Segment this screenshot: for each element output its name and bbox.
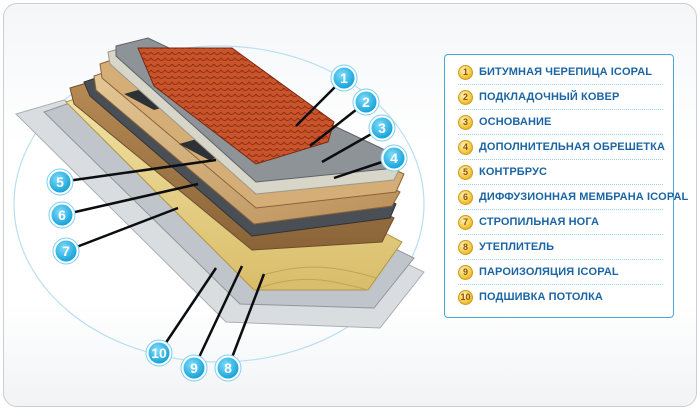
callout-number: 6 (58, 207, 66, 223)
callout-number: 2 (362, 94, 370, 110)
legend-number-badge: 7 (458, 214, 473, 230)
callout-marker (371, 117, 393, 139)
callout-marker (333, 67, 355, 89)
legend-item: 7 СТРОПИЛЬНАЯ НОГА (458, 210, 663, 235)
callout-marker (183, 357, 205, 379)
callout-marker (51, 204, 73, 226)
callout-marker (49, 171, 71, 193)
legend-item: 6 ДИФФУЗИОННАЯ МЕМБРАНА ICOPAL (458, 185, 688, 210)
legend-item: 2 ПОДКЛАДОЧНЫЙ КОВЕР (458, 85, 663, 110)
callout-number: 8 (224, 360, 232, 376)
callout-number: 7 (62, 243, 70, 259)
legend-number-badge: 10 (458, 289, 473, 305)
legend-label: БИТУМНАЯ ЧЕРЕПИЦА ICOPAL (479, 66, 653, 78)
callout-number: 9 (190, 360, 198, 376)
legend-number-badge: 8 (458, 239, 473, 255)
legend-label: КОНТРБРУС (479, 166, 548, 178)
callout-number: 10 (151, 345, 167, 361)
leader-line (61, 182, 199, 217)
legend-number-badge: 9 (458, 264, 473, 280)
leader-line (65, 206, 179, 253)
callout-marker (383, 147, 405, 169)
legend-label: УТЕПЛИТЕЛЬ (479, 241, 555, 253)
legend-item: 9 ПАРОИЗОЛЯЦИЯ ICOPAL (458, 260, 663, 285)
legend-item: 3 ОСНОВАНИЕ (458, 110, 663, 135)
legend-label: ДИФФУЗИОННАЯ МЕМБРАНА ICOPAL (479, 191, 689, 203)
leader-line (192, 265, 244, 369)
callout-marker (217, 357, 239, 379)
legend-number-badge: 2 (458, 89, 473, 105)
legend-item: 5 КОНТРБРУС (458, 160, 663, 185)
callout-number: 3 (378, 120, 386, 136)
callout-number: 5 (56, 174, 64, 190)
legend-number-badge: 3 (458, 114, 473, 130)
leader-line (226, 273, 266, 369)
legend-number-badge: 6 (458, 189, 473, 205)
leader-line (157, 267, 218, 354)
legend-panel: 1 БИТУМНАЯ ЧЕРЕПИЦА ICOPAL 2 ПОДКЛАДОЧНЫЙ К… (444, 54, 688, 318)
legend-item: 4 ДОПОЛНИТЕЛЬНАЯ ОБРЕШЕТКА (458, 135, 665, 160)
legend-label: СТРОПИЛЬНАЯ НОГА (479, 216, 600, 228)
callout-marker (148, 342, 170, 364)
layer-shingles (137, 47, 335, 165)
leader-line (59, 158, 217, 184)
callout-number: 4 (390, 150, 398, 166)
legend-label: ОСНОВАНИЕ (479, 116, 552, 128)
legend-label: ПОДКЛАДОЧНЫЙ КОВЕР (479, 91, 620, 103)
callout-number: 1 (340, 70, 348, 86)
legend-label: ПОДШИВКА ПОТОЛКА (479, 291, 603, 303)
legend-label: ПАРОИЗОЛЯЦИЯ ICOPAL (479, 266, 619, 278)
legend-number-badge: 5 (458, 164, 473, 180)
legend-label: ДОПОЛНИТЕЛЬНАЯ ОБРЕШЕТКА (479, 141, 665, 153)
legend-item: 8 УТЕПЛИТЕЛЬ (458, 235, 663, 260)
callout-marker (55, 240, 77, 262)
legend-item: 1 БИТУМНАЯ ЧЕРЕПИЦА ICOPAL (458, 60, 663, 85)
legend-number-badge: 4 (458, 139, 473, 155)
callout-marker (355, 91, 377, 113)
legend-number-badge: 1 (458, 64, 473, 80)
legend-item: 10 ПОДШИВКА ПОТОЛКА (458, 285, 663, 309)
